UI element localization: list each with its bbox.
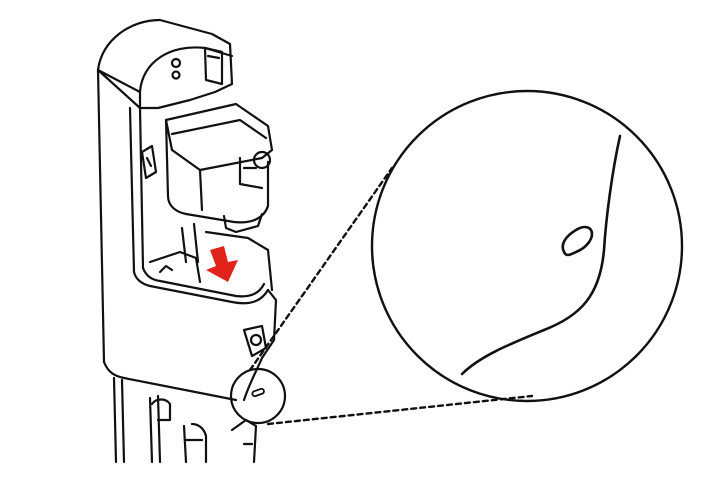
detail-circle-large	[370, 89, 684, 403]
dock-station	[96, 18, 278, 402]
dust-container	[164, 102, 274, 234]
down-arrow-icon	[206, 246, 238, 282]
leader-lines	[248, 166, 534, 426]
slot-icon	[251, 387, 265, 398]
slot-detail	[460, 134, 622, 376]
detail-circle-small	[229, 367, 287, 425]
